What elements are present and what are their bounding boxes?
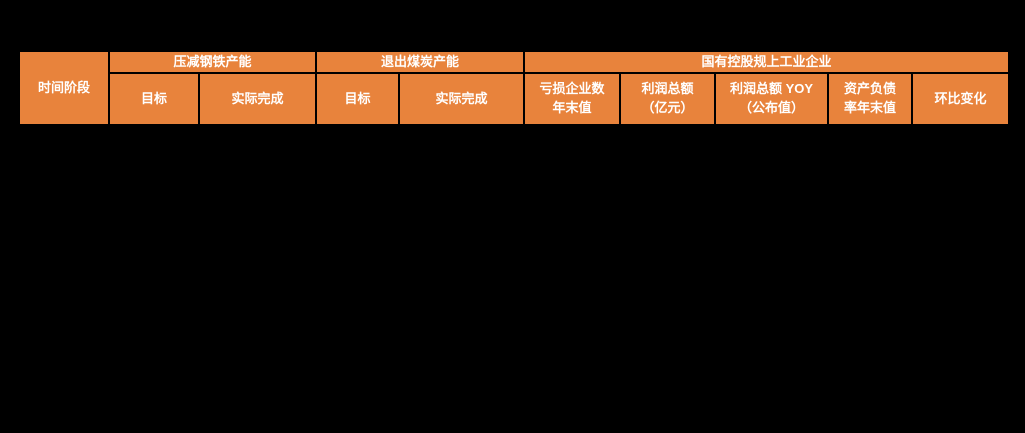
- column-header-coal-target[interactable]: 目标: [317, 74, 399, 124]
- column-header-coal-actual[interactable]: 实际完成: [400, 74, 524, 124]
- column-header-steel-target[interactable]: 目标: [110, 74, 198, 124]
- column-header-line1: 利润总额 YOY: [729, 81, 814, 97]
- data-table: 时间阶段 压减钢铁产能 退出煤炭产能 国有控股规上工业企业 目标 实际完成 目标…: [18, 50, 1011, 126]
- group-header-state-holding-industrial-enterprises[interactable]: 国有控股规上工业企业: [525, 52, 1009, 72]
- column-header-time-phase[interactable]: 时间阶段: [20, 52, 108, 124]
- header-row-groups: 时间阶段 压减钢铁产能 退出煤炭产能 国有控股规上工业企业: [20, 52, 1009, 124]
- column-header-line1: 目标: [140, 90, 167, 106]
- column-header-steel-actual[interactable]: 实际完成: [200, 74, 316, 124]
- column-header-line2: （公布值）: [739, 100, 805, 115]
- column-header-line2: 年末值: [552, 100, 592, 115]
- column-header-total-profit-yuan[interactable]: 利润总额 （亿元）: [621, 74, 715, 124]
- column-header-line1: 实际完成: [435, 90, 488, 106]
- column-header-total-profit-yoy-published[interactable]: 利润总额 YOY （公布值）: [716, 74, 828, 124]
- column-header-line1: 资产负债: [844, 81, 897, 97]
- header-row-subcolumns: 目标 实际完成 目标 实际完成 亏损企业数 年末值 利润总额 （亿元）: [20, 74, 1009, 124]
- column-header-loss-making-enterprises-year-end[interactable]: 亏损企业数 年末值: [525, 74, 620, 124]
- column-header-line1: 目标: [344, 90, 371, 106]
- group-header-coal-capacity-exit[interactable]: 退出煤炭产能: [317, 52, 524, 72]
- column-header-line2: （亿元）: [641, 100, 694, 115]
- table-head: 时间阶段 压减钢铁产能 退出煤炭产能 国有控股规上工业企业 目标 实际完成 目标…: [20, 52, 1009, 124]
- group-header-steel-capacity-reduction[interactable]: 压减钢铁产能: [110, 52, 316, 72]
- column-header-sequential-change[interactable]: 环比变化: [913, 74, 1009, 124]
- column-header-line1: 实际完成: [231, 90, 284, 106]
- column-header-line1: 环比变化: [934, 90, 987, 106]
- column-header-line1: 亏损企业数: [539, 81, 605, 97]
- column-header-debt-asset-ratio-year-end[interactable]: 资产负债 率年末值: [829, 74, 912, 124]
- table-container: 时间阶段 压减钢铁产能 退出煤炭产能 国有控股规上工业企业 目标 实际完成 目标…: [18, 50, 1011, 126]
- column-header-line2: 率年末值: [844, 100, 897, 115]
- column-header-line1: 利润总额: [641, 81, 694, 97]
